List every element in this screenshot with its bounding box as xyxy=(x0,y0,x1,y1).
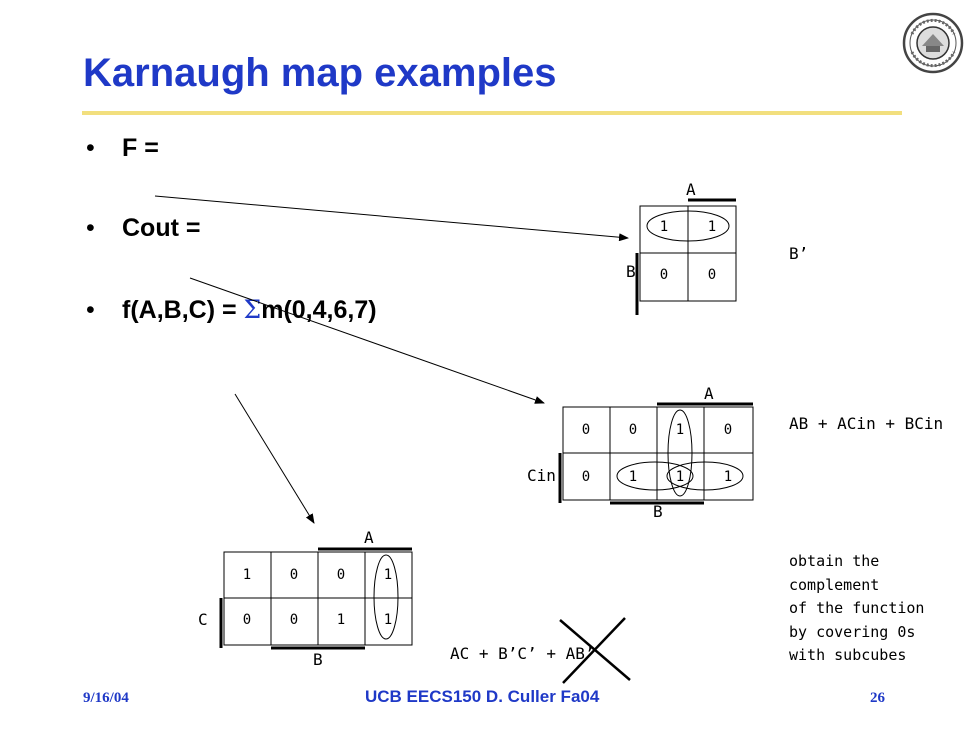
title-divider xyxy=(82,111,902,115)
kmap-1-result: B’ xyxy=(789,244,809,263)
kmap-1-var-a: A xyxy=(686,180,696,199)
kmap-2-oval-acin xyxy=(666,461,744,491)
bullet-text: f(A,B,C) = xyxy=(122,296,244,324)
kmap-3-grid xyxy=(219,547,413,650)
kmap-3-cell: 1 xyxy=(383,567,393,583)
arrow-f-to-map1 xyxy=(154,195,629,242)
bullet-text: F = xyxy=(122,134,159,162)
kmap-3-var-a: A xyxy=(364,528,374,547)
note-line: complement xyxy=(789,575,880,594)
cross-out-stroke xyxy=(562,617,626,684)
kmap-2-oval-ab xyxy=(667,409,693,497)
kmap-1-group-oval xyxy=(646,210,730,242)
kmap-3-cell: 1 xyxy=(242,567,252,583)
kmap-2-var-cin: Cin xyxy=(527,466,556,485)
bullet-text: Cout = xyxy=(122,214,201,242)
kmap-1-cell: 0 xyxy=(659,267,669,283)
bullet-f: • F = xyxy=(86,132,159,164)
kmap-3-cell: 1 xyxy=(336,612,346,628)
kmap-3-var-c: C xyxy=(198,610,208,629)
kmap-2-result: AB + ACin + BCin xyxy=(789,414,944,433)
note-line: with subcubes xyxy=(789,646,907,664)
kmap-3-cell: 0 xyxy=(336,567,346,583)
kmap-3-var-b: B xyxy=(313,650,323,669)
university-seal-logo xyxy=(902,12,964,74)
kmap-3-cell: 1 xyxy=(383,612,393,628)
kmap-3-cell: 0 xyxy=(289,567,299,583)
bullet-marker: • xyxy=(86,134,95,162)
bullet-marker: • xyxy=(86,296,95,324)
kmap-3-oval-col xyxy=(373,554,399,640)
sigma-symbol: Σ xyxy=(243,295,262,324)
kmap-2-cell: 1 xyxy=(675,469,685,485)
kmap-1-cell: 1 xyxy=(707,219,717,235)
kmap-2-cell: 0 xyxy=(628,422,638,438)
note-line: obtain the xyxy=(789,552,880,570)
arrow-f3-to-map3 xyxy=(234,393,315,524)
footer-page-number: 26 xyxy=(870,690,885,706)
complement-note: obtain the complement of the function by… xyxy=(789,550,924,668)
kmap-2-oval-bcin xyxy=(616,461,694,491)
arrow-cout-to-map2 xyxy=(189,277,545,404)
kmap-3-result: AC + B’C’ + AB’ xyxy=(450,644,595,663)
kmap-2-cell: 0 xyxy=(723,422,733,438)
bullet-marker: • xyxy=(86,214,95,242)
kmap-2-cell: 1 xyxy=(675,422,685,438)
kmap-2-var-a: A xyxy=(704,384,714,403)
kmap-2-cell: 0 xyxy=(581,469,591,485)
kmap-2-cell: 0 xyxy=(581,422,591,438)
kmap-2-grid xyxy=(558,402,754,505)
kmap-3-cell: 0 xyxy=(242,612,252,628)
kmap-1-grid xyxy=(635,198,737,315)
slide-title: Karnaugh map examples xyxy=(83,51,557,95)
kmap-1-var-b: B xyxy=(626,262,636,281)
bullet-cout: • Cout = xyxy=(86,212,200,244)
footer-date: 9/16/04 xyxy=(83,690,129,706)
kmap-1-cell: 0 xyxy=(707,267,717,283)
kmap-3-cell: 0 xyxy=(289,612,299,628)
kmap-2-cell: 1 xyxy=(628,469,638,485)
kmap-1-cell: 1 xyxy=(659,219,669,235)
footer-course: UCB EECS150 D. Culler Fa04 xyxy=(365,687,600,706)
kmap-2-var-b: B xyxy=(653,502,663,521)
kmap-2-cell: 1 xyxy=(723,469,733,485)
note-line: by covering 0s xyxy=(789,622,916,641)
note-line: of the function xyxy=(789,599,925,617)
